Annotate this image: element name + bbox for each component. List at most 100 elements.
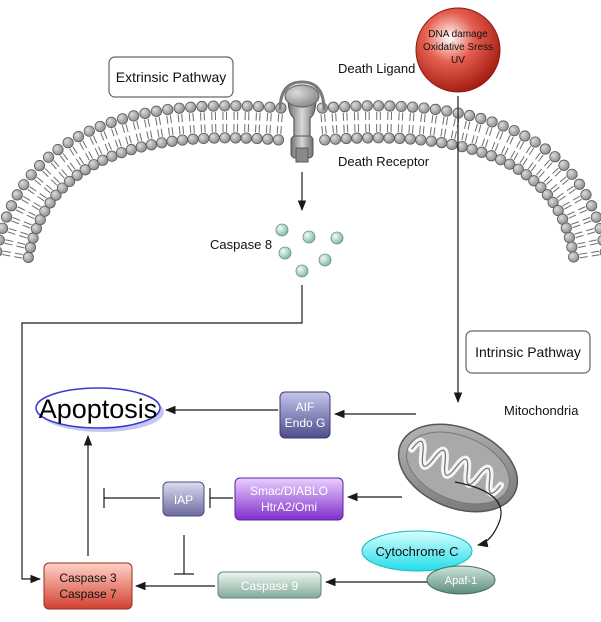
lipid-head	[209, 133, 219, 143]
lipid-tail	[465, 133, 467, 141]
aif-endog-box: AIF Endo G	[280, 392, 330, 438]
lipid-head	[574, 179, 584, 189]
lipid-tail	[413, 125, 414, 133]
lipid-tail	[435, 116, 436, 124]
lipid-tail	[27, 215, 34, 218]
lipid-tail	[30, 187, 37, 192]
lipid-tail	[420, 126, 421, 134]
lipid-head	[464, 110, 474, 120]
lipid-tail	[119, 139, 122, 147]
caspase8-molecule	[303, 231, 315, 243]
lipid-head	[116, 148, 126, 158]
lipid-tail	[546, 179, 552, 185]
lipid-tail	[485, 140, 488, 148]
lipid-head	[419, 103, 429, 113]
lipid-tail	[424, 114, 425, 122]
lipid-tail	[105, 144, 108, 151]
lipid-tail	[193, 113, 194, 121]
lipid-tail	[502, 146, 505, 153]
stress-label-line2: Oxidative Sress	[423, 42, 493, 53]
lipid-tail	[89, 152, 93, 159]
lipid-tail	[517, 140, 521, 147]
lipid-head	[442, 106, 452, 116]
lipid-tail	[267, 113, 268, 121]
lipid-tail	[122, 125, 124, 133]
lipid-tail	[73, 147, 77, 154]
lipid-head	[28, 233, 38, 243]
lipid-head	[320, 135, 330, 145]
lipid-head	[487, 117, 497, 127]
lipid-tail	[44, 188, 50, 193]
lipid-tail	[13, 218, 20, 221]
lipid-head	[407, 102, 417, 112]
lipid-head	[467, 144, 477, 154]
lipid-tail	[571, 222, 579, 225]
lipid-head	[0, 235, 5, 245]
lipid-tail	[137, 121, 139, 129]
lipid-tail	[536, 169, 541, 175]
lipid-tail	[158, 129, 159, 137]
lipid-tail	[108, 143, 111, 150]
lipid-tail	[583, 217, 591, 220]
lipid-tail	[23, 196, 30, 200]
lipid-tail	[591, 251, 599, 252]
lipid-tail	[482, 138, 485, 146]
lipid-tail	[423, 126, 424, 134]
lipid-head	[19, 179, 29, 189]
lipid-tail	[511, 151, 515, 158]
lipid-head	[219, 101, 229, 111]
extrinsic-pathway-box: Extrinsic Pathway	[109, 57, 233, 97]
caspase8-molecules	[276, 224, 343, 277]
lipid-tail	[592, 255, 600, 256]
lipid-tail	[500, 132, 503, 139]
lipid-head	[581, 190, 591, 200]
lipid-tail	[336, 113, 337, 121]
lipid-head	[564, 232, 574, 242]
lipid-head	[384, 133, 394, 143]
stress-label-line3: UV	[451, 55, 465, 66]
lipid-head	[25, 242, 35, 252]
lipid-head	[43, 152, 53, 162]
mitochondria-label: Mitochondria	[504, 403, 579, 418]
lipid-tail	[38, 196, 45, 201]
lipid-tail	[140, 133, 142, 141]
lipid-head	[0, 247, 2, 257]
cytochrome-c-label: Cytochrome C	[375, 544, 458, 559]
caspase8-molecule	[279, 247, 291, 259]
lipid-tail	[520, 142, 524, 149]
lipid-tail	[93, 136, 96, 143]
lipid-tail	[133, 122, 135, 130]
lipid-head	[486, 151, 496, 161]
lipid-tail	[551, 184, 557, 189]
lipid-tail	[35, 180, 41, 185]
lipid-head	[559, 160, 569, 170]
lipid-head	[273, 135, 283, 145]
lipid-tail	[586, 229, 594, 231]
lipid-head	[107, 151, 117, 161]
caspase8-label: Caspase 8	[210, 237, 272, 252]
lipid-tail	[43, 171, 49, 177]
lipid-tail	[410, 113, 411, 121]
lipid-head	[568, 252, 578, 262]
lipid-head	[208, 101, 218, 111]
lipid-tail	[34, 202, 41, 206]
lipid-tail	[538, 155, 543, 161]
lipid-tail	[333, 125, 334, 133]
lipid-head	[396, 101, 406, 111]
lipid-head	[220, 133, 230, 143]
lipid-tail	[569, 215, 576, 218]
lipid-head	[373, 133, 383, 143]
lipid-tail	[129, 136, 131, 144]
caspase8-molecule	[276, 224, 288, 236]
lipid-head	[242, 101, 252, 111]
lipid-head	[561, 223, 571, 233]
lipid-tail	[462, 133, 464, 141]
lipid-tail	[70, 149, 74, 156]
lipid-head	[84, 126, 94, 136]
lipid-tail	[492, 142, 495, 149]
lipid-tail	[486, 127, 489, 135]
lipid-tail	[167, 116, 168, 124]
lipid-tail	[67, 165, 72, 171]
lipid-head	[351, 101, 361, 111]
lipid-tail	[443, 117, 444, 125]
